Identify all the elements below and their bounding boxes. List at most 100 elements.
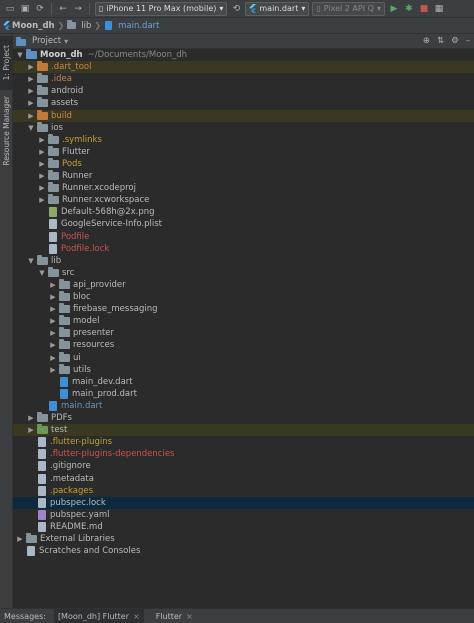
collapse-arrow-icon[interactable]: ▶ (50, 329, 56, 338)
tree-row[interactable]: ▶build (13, 109, 474, 122)
tree-row[interactable]: ▶model (13, 315, 474, 327)
tree-row[interactable]: ▶firebase_messaging (13, 303, 474, 315)
tab-flutter[interactable]: Flutter × (152, 609, 197, 623)
tree-row[interactable]: ▶External Libraries (13, 533, 474, 545)
tree-row[interactable]: ▶api_provider (13, 278, 474, 291)
expand-arrow-icon[interactable]: ▼ (39, 268, 45, 277)
collapse-arrow-icon[interactable]: ▶ (39, 184, 45, 193)
expand-arrow-icon[interactable]: ▼ (28, 123, 34, 132)
chevron-down-icon: ▾ (301, 4, 306, 13)
folder-icon (59, 363, 70, 374)
collapse-arrow-icon[interactable]: ▶ (50, 365, 56, 374)
tree-row[interactable]: ▶Runner.xcworkspace (13, 194, 474, 206)
tree-row[interactable]: ▶pubspec.lock (13, 496, 474, 509)
back-arrow-icon[interactable]: ← (59, 3, 67, 14)
save-icon[interactable]: ▣ (20, 3, 30, 14)
tree-row[interactable]: ▶.symlinks (13, 133, 474, 146)
tree-row[interactable]: ▶pubspec.yaml (13, 509, 474, 521)
tree-row[interactable]: ▶Pods (13, 157, 474, 170)
forward-arrow-icon[interactable]: → (74, 3, 82, 14)
tree-row[interactable]: ▼ios (13, 121, 474, 134)
collapse-arrow-icon[interactable]: ▶ (50, 317, 56, 326)
tree-row[interactable]: ▶Default-568h@2x.png (13, 206, 474, 218)
collapse-arrow-icon[interactable]: ▶ (28, 87, 34, 96)
breadcrumb-file[interactable]: main.dart (104, 21, 159, 31)
collapse-arrow-icon[interactable]: ▶ (28, 414, 34, 422)
collapse-arrow-icon[interactable]: ▶ (50, 293, 56, 301)
collapse-arrow-icon[interactable]: ▶ (50, 305, 56, 314)
tree-row[interactable]: ▶Runner (13, 170, 474, 182)
tree-row[interactable]: ▶resources (13, 339, 474, 351)
tree-row[interactable]: ▶ui (13, 351, 474, 364)
expand-arrow-icon[interactable]: ▼ (17, 51, 23, 59)
collapse-arrow-icon[interactable]: ▶ (39, 196, 45, 205)
breadcrumb-folder[interactable]: lib (67, 20, 91, 31)
tree-row[interactable]: ▶PDFs (13, 412, 474, 424)
bottom-tool-bar: Messages: [Moon_dh] Flutter × Flutter × (0, 608, 474, 623)
tree-row[interactable]: ▶bloc (13, 291, 474, 303)
tree-row[interactable]: ▶.metadata (13, 473, 474, 485)
tree-row[interactable]: ▶utils (13, 363, 474, 376)
tab-moon-flutter[interactable]: [Moon_dh] Flutter × (53, 608, 144, 623)
tree-row[interactable]: ▶.flutter-plugins-dependencies (13, 448, 474, 460)
tree-row[interactable]: ▶assets (13, 97, 474, 109)
close-icon[interactable]: × (186, 611, 193, 621)
tree-row[interactable]: ▶test (13, 424, 474, 437)
run-icon[interactable]: ▶ (390, 3, 398, 14)
panel-title[interactable]: Project (32, 36, 62, 46)
tree-row[interactable]: ▼Moon_dh~/Documents/Moon_dh (13, 49, 474, 61)
collapse-arrow-icon[interactable]: ▶ (28, 75, 34, 84)
minimize-icon[interactable]: – (465, 36, 470, 46)
tab-project[interactable]: 1: Project (0, 36, 13, 90)
device-selector[interactable]: ▯ iPhone 11 Pro Max (mobile) ▾ (95, 1, 228, 16)
sync-icon[interactable]: ⟳ (36, 3, 44, 14)
tree-row[interactable]: ▶GoogleService-Info.plist (13, 218, 474, 230)
collapse-arrow-icon[interactable]: ▶ (39, 135, 45, 144)
collapse-arrow-icon[interactable]: ▶ (50, 353, 56, 362)
locate-icon[interactable]: ⊕ (422, 36, 430, 46)
tree-row[interactable]: ▼src (13, 266, 474, 279)
collapse-arrow-icon[interactable]: ▶ (50, 280, 56, 289)
collapse-arrow-icon[interactable]: ▶ (28, 111, 34, 120)
run-config-selector[interactable]: main.dart ▾ (245, 1, 310, 16)
tree-row[interactable]: ▶Podfile.lock (13, 243, 474, 255)
text-file-icon (38, 497, 46, 508)
collapse-arrow-icon[interactable]: ▶ (39, 172, 45, 180)
tree-row[interactable]: ▶Runner.xcodeproj (13, 182, 474, 194)
breadcrumb-project[interactable]: Moon_dh (3, 21, 55, 31)
tree-row[interactable]: ▶Podfile (13, 231, 474, 243)
collapse-arrow-icon[interactable]: ▶ (28, 63, 34, 72)
tree-row[interactable]: ▶android (13, 85, 474, 97)
debug-icon[interactable]: ✱ (405, 3, 413, 14)
collapse-arrow-icon[interactable]: ▶ (28, 426, 34, 435)
tree-row[interactable]: ▶main_dev.dart (13, 376, 474, 388)
restart-icon[interactable]: ⟲ (232, 3, 241, 14)
tree-row[interactable]: ▶README.md (13, 521, 474, 533)
tree-row[interactable]: ▶main_prod.dart (13, 388, 474, 400)
tree-row[interactable]: ▶.dart_tool (13, 61, 474, 74)
more-icon[interactable]: ▦ (434, 3, 444, 14)
tree-row[interactable]: ▶main.dart (13, 400, 474, 412)
collapse-arrow-icon[interactable]: ▶ (39, 147, 45, 156)
tree-row[interactable]: ▶Scratches and Consoles (13, 545, 474, 557)
stop-icon[interactable]: ■ (419, 3, 429, 14)
chevron-down-icon[interactable]: ▾ (64, 36, 69, 46)
tree-row[interactable]: ▶.flutter-plugins (13, 436, 474, 448)
collapse-arrow-icon[interactable]: ▶ (28, 99, 34, 108)
emulator-selector[interactable]: ▯ Pixel 2 API Q ▾ (312, 1, 385, 16)
tree-row[interactable]: ▼lib (13, 254, 474, 267)
close-icon[interactable]: × (133, 611, 140, 621)
open-folder-icon[interactable]: ▭ (5, 3, 15, 14)
collapse-arrow-icon[interactable]: ▶ (39, 159, 45, 168)
gear-icon[interactable]: ⚙ (451, 36, 459, 46)
tree-row[interactable]: ▶presenter (13, 327, 474, 339)
collapse-icon[interactable]: ⇅ (437, 36, 445, 46)
tree-row[interactable]: ▶.packages (13, 485, 474, 497)
tree-row[interactable]: ▶.gitignore (13, 460, 474, 472)
tree-row[interactable]: ▶.idea (13, 73, 474, 85)
tab-resource-manager[interactable]: Resource Manager (0, 94, 13, 168)
tree-row[interactable]: ▶Flutter (13, 145, 474, 158)
collapse-arrow-icon[interactable]: ▶ (50, 341, 56, 350)
collapse-arrow-icon[interactable]: ▶ (17, 535, 23, 543)
expand-arrow-icon[interactable]: ▼ (28, 256, 34, 265)
